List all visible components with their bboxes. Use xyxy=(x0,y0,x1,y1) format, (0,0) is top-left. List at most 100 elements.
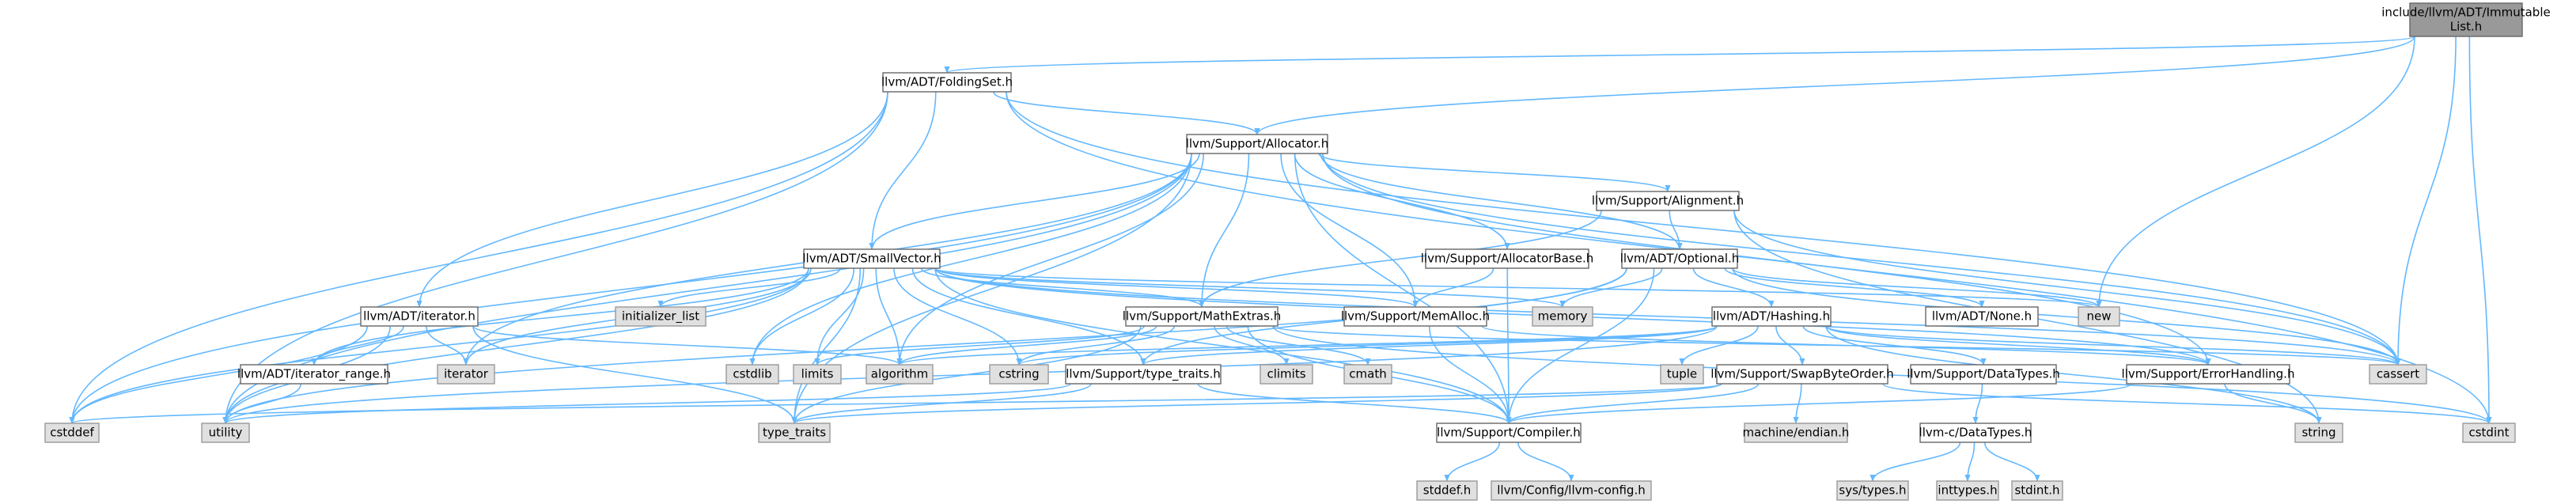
edge-optional-to-utility xyxy=(222,267,1627,424)
edge-iteratorh-to-iterator xyxy=(426,325,469,366)
edge-swapbyteorder-to-type_traits xyxy=(791,383,1722,424)
node-label-root-line-1: include/llvm/ADT/Immutable xyxy=(2381,6,2550,20)
node-optional[interactable]: llvm/ADT/Optional.h xyxy=(1620,248,1740,269)
edge-smallvector-to-utility xyxy=(222,267,809,424)
node-iteratorh[interactable]: llvm/ADT/iterator.h xyxy=(360,306,479,327)
node-label-mathextras: llvm/Support/MathExtras.h xyxy=(1123,309,1281,324)
edge-allocator-to-cstddef xyxy=(69,153,1192,424)
node-box-iterator xyxy=(437,364,495,385)
edge-c_datatypes-to-inttypes xyxy=(1964,441,1976,482)
node-label-allocatorbase: llvm/Support/AllocatorBase.h xyxy=(1421,252,1593,266)
edge-foldingset-to-allocator xyxy=(993,91,1260,135)
edge-smallvector-to-new xyxy=(934,267,2102,308)
node-box-swapbyteorder xyxy=(1716,364,1888,385)
edge-compiler-to-llvm_config xyxy=(1517,441,1574,482)
edge-hashing-to-cassert xyxy=(1825,325,2401,366)
node-box-cmath xyxy=(1343,364,1392,385)
node-box-memalloc xyxy=(1343,306,1487,327)
node-box-foldingset xyxy=(882,72,1012,93)
edge-iteratorh-to-cstddef xyxy=(69,325,368,424)
edge-smallvector-to-initializer_list xyxy=(657,267,841,308)
node-alignment[interactable]: llvm/Support/Alignment.h xyxy=(1592,191,1744,211)
node-hashing[interactable]: llvm/ADT/Hashing.h xyxy=(1711,306,1832,327)
node-label-swapbyteorder: llvm/Support/SwapByteOrder.h xyxy=(1710,367,1894,381)
node-initializer_list: initializer_list xyxy=(615,306,707,327)
node-label-inttypes: inttypes.h xyxy=(1938,483,1997,498)
node-c_datatypes[interactable]: llvm-c/DataTypes.h xyxy=(1919,423,2032,443)
edge-layer xyxy=(69,36,2492,482)
edge-foldingset-to-utility xyxy=(222,91,888,424)
node-box-iterator_range xyxy=(240,364,388,385)
node-box-none xyxy=(1925,306,2039,327)
node-box-algorithm xyxy=(866,364,934,385)
edge-smallvector-to-type_traits_h xyxy=(911,267,1146,366)
edge-iteratorh-to-iterator_range xyxy=(311,325,404,366)
edge-mathextras-to-climits xyxy=(1214,325,1290,366)
edge-foldingset-to-cstddef xyxy=(69,91,888,424)
node-box-cstdlib xyxy=(725,364,779,385)
edge-hashing-to-datatypes xyxy=(1802,325,1987,366)
node-none[interactable]: llvm/ADT/None.h xyxy=(1925,306,2039,327)
node-mathextras[interactable]: llvm/Support/MathExtras.h xyxy=(1123,306,1281,327)
edge-allocator-to-compiler xyxy=(1294,153,1512,424)
node-box-llvm_config xyxy=(1491,480,1652,501)
edge-smallvector-to-algorithm xyxy=(875,267,903,366)
node-label-stdint: stdint.h xyxy=(2014,483,2059,498)
node-box-utility xyxy=(201,423,250,443)
edge-foldingset-to-iteratorh xyxy=(416,91,888,308)
edge-c_datatypes-to-sys_types xyxy=(1869,441,1961,482)
node-allocator[interactable]: llvm/Support/Allocator.h xyxy=(1186,134,1329,154)
edge-swapbyteorder-to-cstddef xyxy=(70,383,1722,424)
node-box-iteratorh xyxy=(360,306,479,327)
node-errorhandling[interactable]: llvm/Support/ErrorHandling.h xyxy=(2122,364,2295,385)
edge-errorhandling-to-string xyxy=(2224,383,2322,424)
node-compiler[interactable]: llvm/Support/Compiler.h xyxy=(1436,423,1582,443)
node-new: new xyxy=(2078,306,2120,327)
node-box-errorhandling xyxy=(2126,364,2290,385)
node-label-cassert: cassert xyxy=(2377,367,2419,381)
edge-allocator-to-cstdlib xyxy=(749,153,1192,366)
node-box-new xyxy=(2078,306,2120,327)
node-box-initializer_list xyxy=(615,306,707,327)
node-swapbyteorder[interactable]: llvm/Support/SwapByteOrder.h xyxy=(1710,364,1894,385)
node-iterator_range[interactable]: llvm/ADT/iterator_range.h xyxy=(237,364,391,385)
node-label-root-line-2: List.h xyxy=(2450,20,2483,34)
node-label-cstdlib: cstdlib xyxy=(733,367,771,381)
node-datatypes[interactable]: llvm/Support/DataTypes.h xyxy=(1907,364,2060,385)
edge-allocatorbase-to-compiler xyxy=(1506,267,1512,424)
edge-smallvector-to-cstddef xyxy=(69,267,809,424)
node-inttypes: inttypes.h xyxy=(1936,480,1999,501)
edge-swapbyteorder-to-cstdint xyxy=(1882,383,2492,424)
edge-smallvector-to-cstring xyxy=(893,267,1022,366)
node-box-cassert xyxy=(2369,364,2427,385)
node-box-optional xyxy=(1621,248,1738,269)
edge-allocator-to-cassert xyxy=(1322,153,2401,366)
node-label-cmath: cmath xyxy=(1349,367,1386,381)
edge-compiler-to-stddef xyxy=(1444,441,1501,482)
node-label-compiler: llvm/Support/Compiler.h xyxy=(1437,426,1581,440)
edge-c_datatypes-to-stdint xyxy=(1983,441,2040,482)
node-label-llvm_config: llvm/Config/llvm-config.h xyxy=(1497,483,1645,498)
node-cmath: cmath xyxy=(1343,364,1392,385)
edge-allocator-to-allocatorbase xyxy=(1294,153,1510,250)
edge-type_traits_h-to-utility xyxy=(222,383,1071,424)
edge-mathextras-to-cstring xyxy=(1016,325,1176,366)
node-type_traits_h[interactable]: llvm/Support/type_traits.h xyxy=(1065,364,1222,385)
node-label-foldingset: llvm/ADT/FoldingSet.h xyxy=(881,75,1013,89)
node-foldingset[interactable]: llvm/ADT/FoldingSet.h xyxy=(881,72,1013,93)
node-box-cstring xyxy=(989,364,1049,385)
edge-allocator-to-smallvector xyxy=(869,153,1200,250)
edge-root-to-new xyxy=(2096,36,2415,308)
node-allocatorbase[interactable]: llvm/Support/AllocatorBase.h xyxy=(1421,248,1593,269)
node-memalloc[interactable]: llvm/Support/MemAlloc.h xyxy=(1341,306,1490,327)
node-cassert: cassert xyxy=(2369,364,2427,385)
node-smallvector[interactable]: llvm/ADT/SmallVector.h xyxy=(802,248,941,269)
edge-smallvector-to-memory xyxy=(934,267,1566,308)
node-label-datatypes: llvm/Support/DataTypes.h xyxy=(1907,367,2060,381)
edge-root-to-cassert xyxy=(2395,36,2457,366)
node-utility: utility xyxy=(201,423,250,443)
node-sys_types: sys/types.h xyxy=(1836,480,1909,501)
